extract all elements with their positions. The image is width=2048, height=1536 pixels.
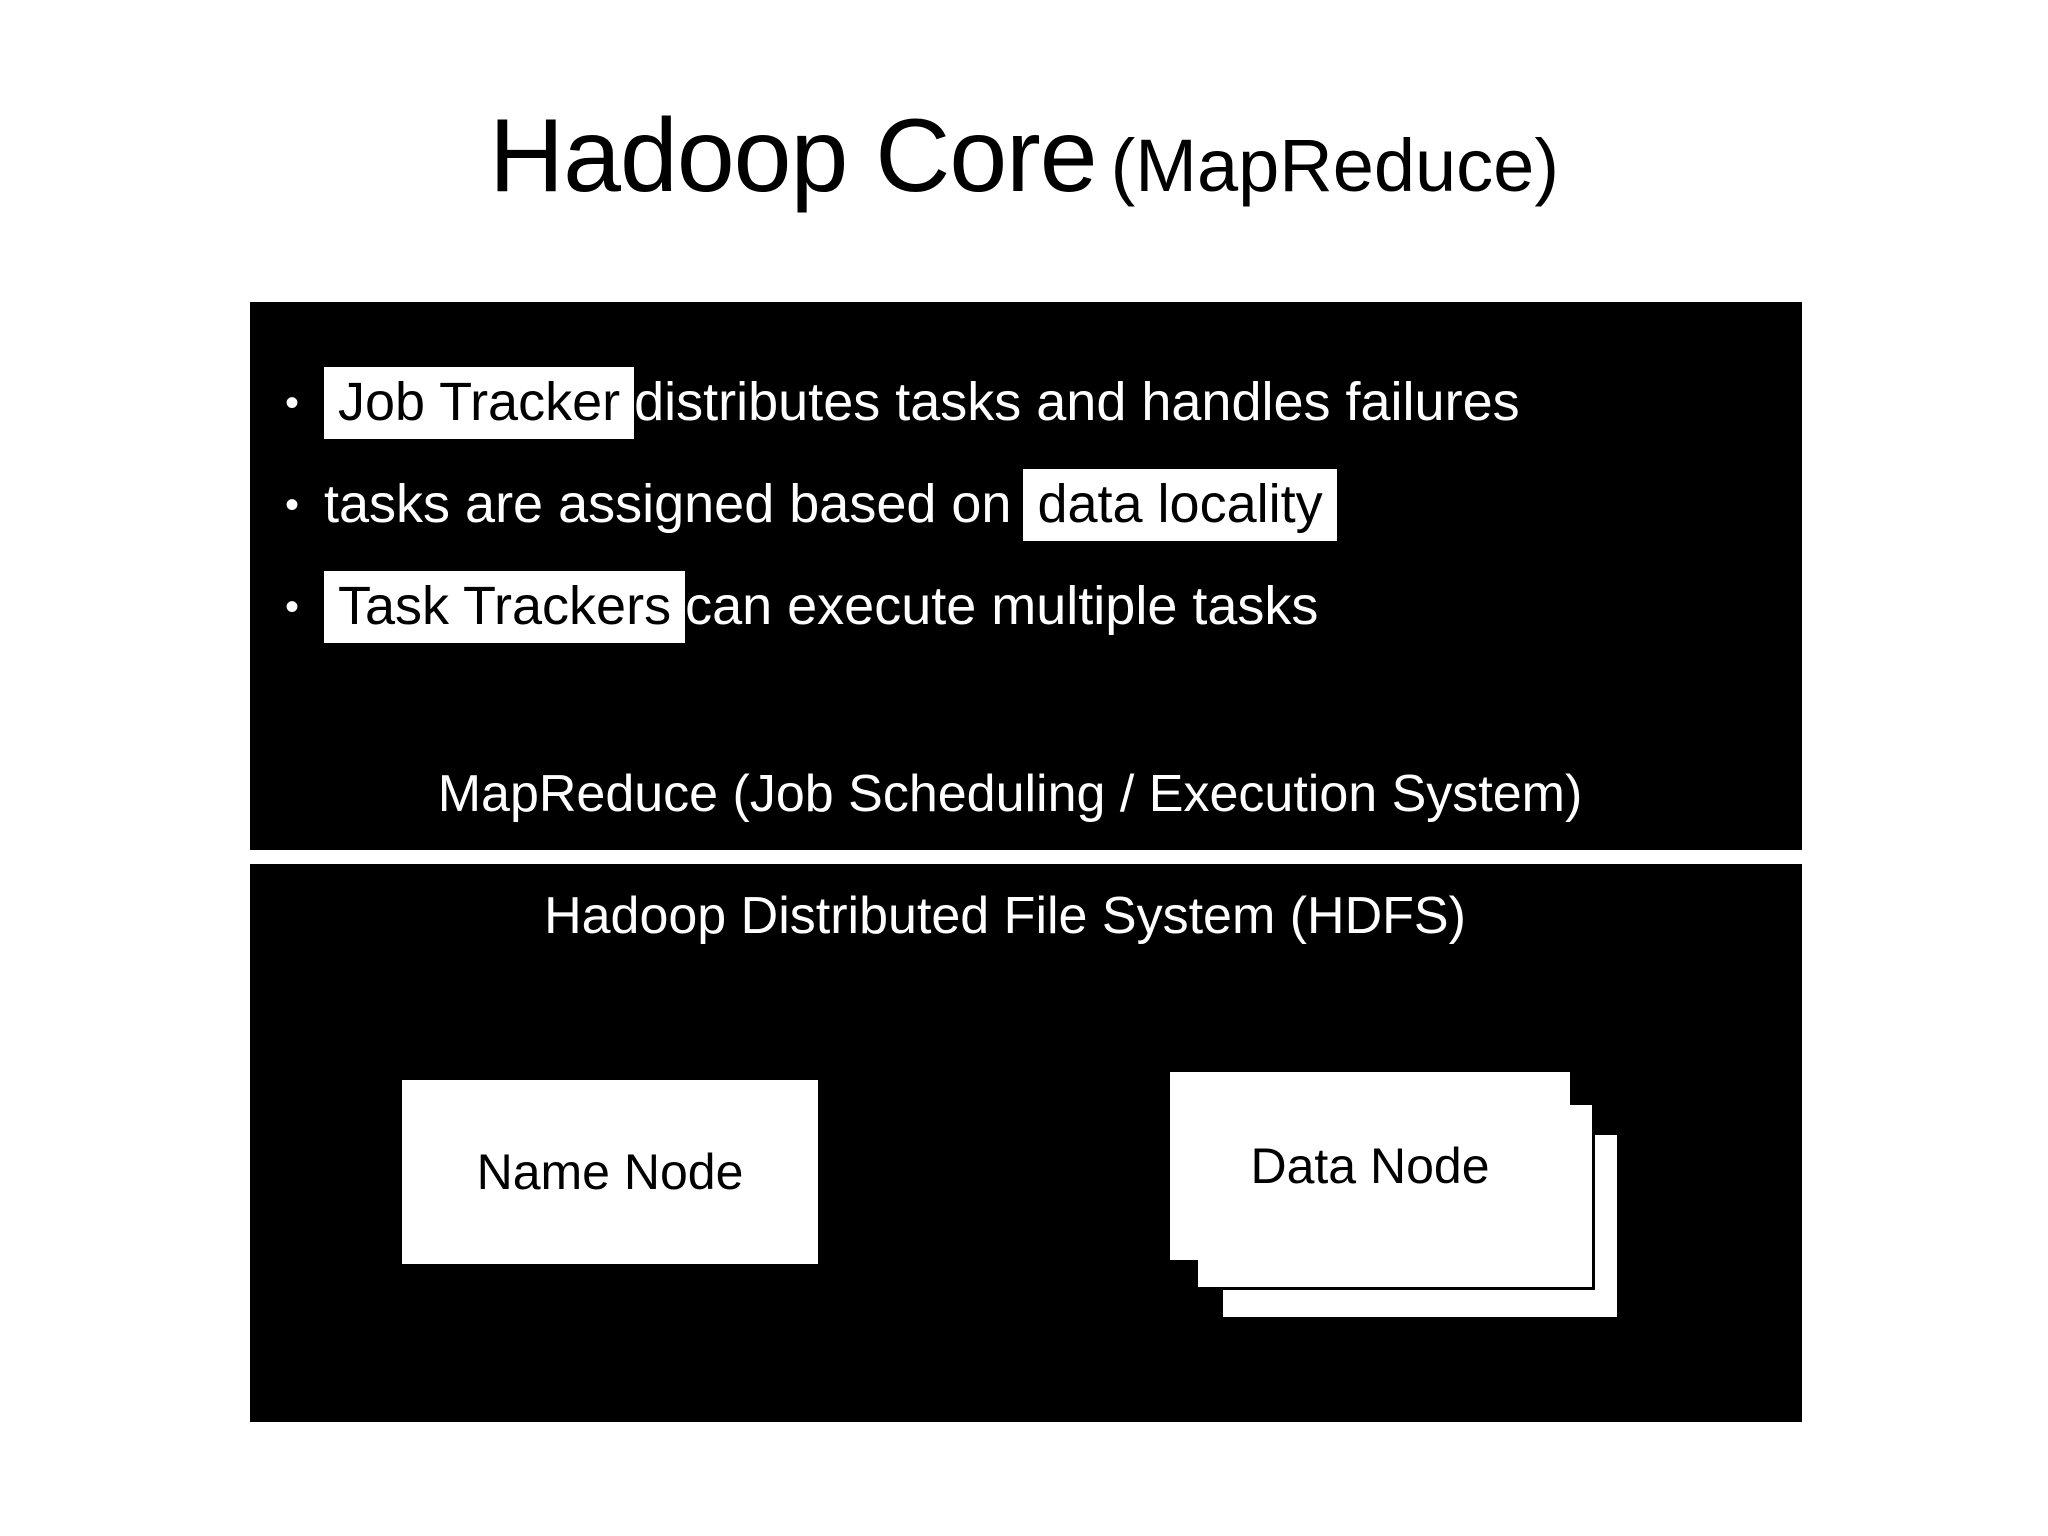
term-job-tracker: Job Tracker <box>324 367 635 439</box>
page-title: Hadoop Core(MapReduce) <box>0 104 2048 208</box>
name-node-label: Name Node <box>476 1144 744 1200</box>
hdfs-panel: Hadoop Distributed File System (HDFS) Na… <box>250 864 1802 1422</box>
data-node-stack: Data Node <box>1170 1072 1670 1322</box>
data-node-label: Data Node <box>1250 1138 1490 1194</box>
term-data-locality: data locality <box>1023 469 1337 541</box>
bullet-tail-text: distributes tasks and handles failures <box>634 372 1520 432</box>
bullet-lead-text: tasks are assigned based on <box>324 474 1012 534</box>
term-task-trackers: Task Trackers <box>324 571 686 643</box>
data-node-box: Data Node <box>1170 1072 1570 1260</box>
title-sub-text: (MapReduce) <box>1110 124 1559 207</box>
hdfs-panel-caption: Hadoop Distributed File System (HDFS) <box>544 887 1466 945</box>
bullet-dot-icon: • <box>284 381 299 425</box>
bullet-dot-icon: • <box>284 483 299 527</box>
bullet-tail-text: can execute multiple tasks <box>685 576 1319 636</box>
bullet-dot-icon: • <box>284 585 299 629</box>
mapreduce-panel-caption: MapReduce (Job Scheduling / Execution Sy… <box>437 765 1583 823</box>
title-main-text: Hadoop Core <box>489 98 1098 214</box>
name-node-box: Name Node <box>402 1080 818 1264</box>
